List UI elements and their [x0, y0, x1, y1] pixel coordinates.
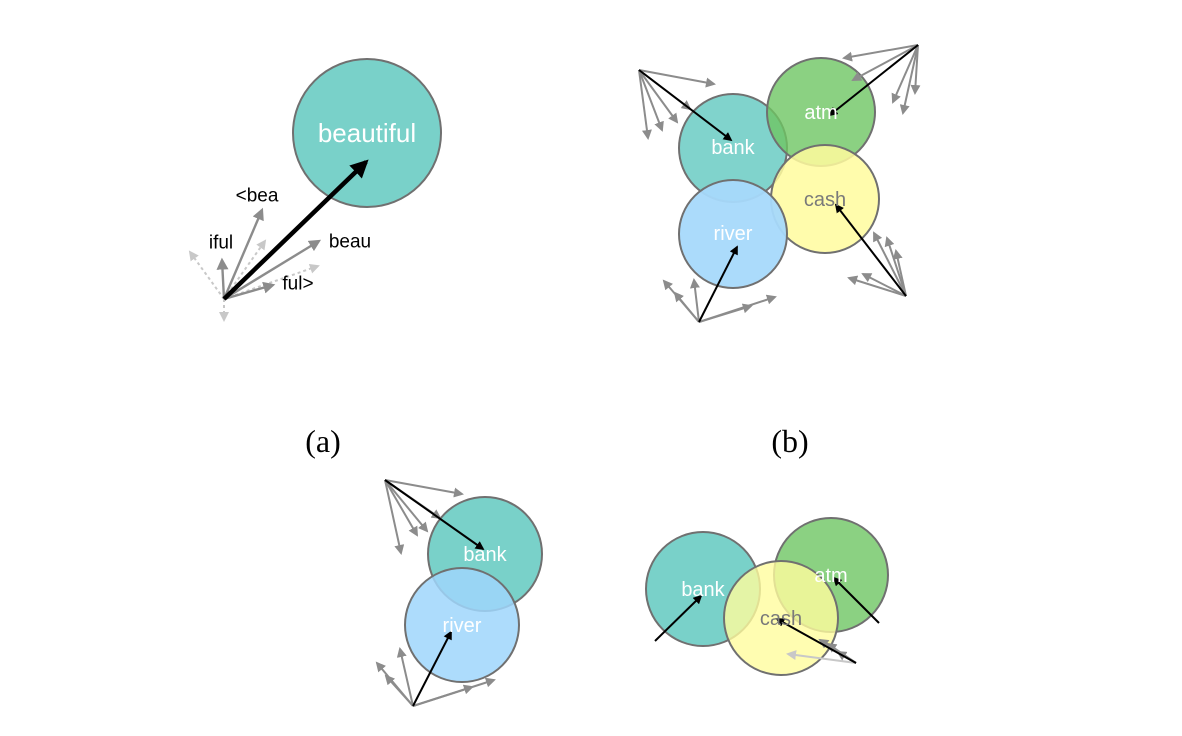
subword-label-bea: <bea [236, 186, 279, 207]
label-bank: bank [463, 544, 507, 566]
context-arrow [910, 44, 921, 95]
context-arrow [899, 44, 919, 115]
label-river: river [443, 615, 482, 637]
word-arrow-river [412, 630, 452, 707]
label-bank: bank [711, 137, 755, 159]
context-arrow [891, 44, 919, 104]
label-atm: atm [814, 565, 847, 587]
word-arrow-atm [832, 576, 880, 624]
context-arrow [698, 294, 777, 323]
label-river: river [714, 223, 753, 245]
caption-b: (b) [771, 423, 808, 459]
subword-arrow-beau [223, 239, 322, 301]
context-arrow [412, 677, 496, 707]
subword-label-ful: ful> [282, 274, 313, 295]
panel-b: atm bank cash river [638, 44, 921, 323]
word-arrow-cash [775, 618, 857, 664]
context-arrow [892, 249, 907, 297]
panel-c: bank river [375, 479, 543, 707]
panel-d: bank atm cash [645, 517, 889, 676]
subword-label-iful: iful [209, 233, 233, 254]
caption-a: (a) [305, 423, 341, 459]
word-arrow-cash [834, 203, 907, 297]
context-arrow [638, 69, 716, 88]
circle-cash [723, 560, 839, 676]
context-arrow [847, 275, 907, 297]
circle-river [404, 567, 520, 683]
subword-arrow-ful [223, 281, 276, 301]
label-atm: atm [804, 102, 837, 124]
context-arrow-light [786, 650, 857, 664]
subword-label-beau: beau [329, 232, 371, 253]
context-arrow [873, 231, 907, 297]
context-arrow [384, 479, 405, 555]
context-arrow [638, 69, 664, 132]
panel-a: beautiful <bea iful beau ful> [188, 58, 442, 322]
label-cash: cash [804, 189, 846, 211]
subword-arrow-iful [216, 257, 229, 300]
word-arrow-river [698, 245, 738, 323]
label-beautiful: beautiful [318, 118, 416, 148]
context-arrow [384, 479, 429, 533]
circle-beautiful [292, 58, 442, 208]
context-arrow [396, 647, 414, 707]
context-arrow [384, 674, 414, 707]
context-arrow [384, 479, 419, 537]
context-arrow [384, 479, 464, 498]
word-arrow-atm [828, 44, 919, 117]
word-arrow-bank [638, 69, 733, 142]
context-arrow [673, 291, 700, 323]
word-vector-arrow [222, 159, 369, 301]
context-arrow [689, 278, 700, 323]
context-arrow [638, 69, 652, 140]
label-cash: cash [760, 608, 802, 630]
subword-arrow-light [188, 250, 225, 300]
label-bank: bank [681, 579, 725, 601]
word-arrow-bank [654, 594, 703, 642]
circle-river [678, 179, 788, 289]
context-arrow [851, 44, 919, 81]
context-arrow [842, 44, 919, 62]
word-arrow-bank [384, 479, 485, 551]
subword-arrow-bea [222, 207, 264, 300]
context-arrow [638, 69, 679, 124]
context-arrow [861, 273, 907, 297]
